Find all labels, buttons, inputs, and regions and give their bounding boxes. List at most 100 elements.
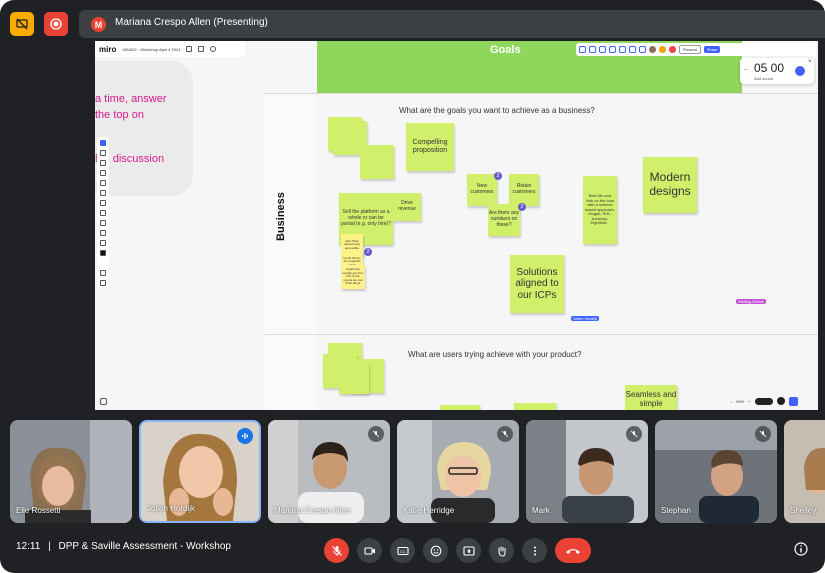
meeting-title: DPP & Saville Assessment - Workshop [58, 541, 231, 552]
sticky-note[interactable]: Compelling proposition [406, 123, 454, 171]
help-icon[interactable] [776, 397, 785, 405]
sticky-note-small[interactable]: Also think about being accessible [341, 234, 363, 256]
comment-badge[interactable]: 2 [518, 203, 526, 211]
redo-icon[interactable] [100, 280, 106, 286]
collaborator-avatar[interactable] [669, 46, 676, 53]
sticky-note-empty[interactable] [360, 145, 394, 179]
minimap-icon[interactable] [788, 396, 798, 406]
meeting-info: 12:11 | DPP & Saville Assessment - Works… [16, 541, 231, 552]
comment-badge[interactable]: 2 [494, 172, 502, 180]
miro-logo[interactable]: miro [99, 44, 117, 54]
sticky-note[interactable]: Modern designs [643, 157, 697, 213]
cards-tool-icon[interactable] [619, 46, 626, 53]
participant-tile[interactable]: Stephan [655, 420, 777, 523]
sticky-note-small[interactable]: Applicants usually get from first to the… [341, 265, 365, 289]
share-button[interactable]: Share [703, 46, 721, 53]
participant-name: Stephan [661, 506, 691, 515]
participant-video [10, 420, 132, 523]
frames-tool-icon[interactable] [599, 46, 606, 53]
panel-text-line-2: the top on [95, 109, 144, 121]
mic-off-icon [626, 426, 642, 442]
miro-board[interactable]: Goals miro SAV002 - Workshop April 4 202… [95, 41, 818, 410]
sticky-note[interactable]: Retain customers [509, 174, 539, 206]
sticky-note-empty[interactable] [514, 403, 556, 410]
participant-tile[interactable]: Mariana Crespo Allen [268, 420, 390, 523]
collaborator-avatar[interactable] [659, 46, 666, 53]
sticky-note[interactable]: Are there any numbers on these? [488, 204, 520, 236]
sticky-note[interactable]: New customers [467, 174, 497, 206]
sticky-note[interactable]: Solutions aligned to our ICPs [510, 255, 564, 313]
pen-tool-icon[interactable] [100, 200, 106, 206]
more-options-button[interactable] [522, 538, 547, 563]
participant-name: Jolien Hordijk [147, 504, 196, 513]
comment-tool-icon[interactable] [100, 210, 106, 216]
participant-tile[interactable]: Katie Herridge [397, 420, 519, 523]
participant-tile[interactable]: Shelley [784, 420, 825, 523]
meeting-time: 12:11 [16, 541, 41, 552]
cursor-tool-icon[interactable] [639, 46, 646, 53]
board-apps-icon[interactable] [100, 398, 107, 405]
mic-off-icon [497, 426, 513, 442]
sticky-note[interactable]: Best fits now Hub on the blue with a sci… [583, 176, 617, 244]
present-button[interactable]: Present [679, 45, 701, 54]
sticky-note[interactable]: Sell the platform as a whole or can be p… [339, 193, 393, 245]
export-icon[interactable] [198, 46, 205, 52]
select-tool-icon[interactable] [100, 140, 106, 146]
miro-toolbar [97, 137, 109, 287]
undo-icon[interactable] [100, 270, 106, 276]
apps-tool-icon[interactable] [100, 240, 106, 246]
minus-icon[interactable]: – [744, 66, 748, 73]
shape-tool-icon[interactable] [100, 180, 106, 186]
zoom-out-icon[interactable]: – [730, 398, 733, 404]
captions-button[interactable]: CC [390, 538, 415, 563]
voting-tool-icon[interactable] [589, 46, 596, 53]
reactions-button[interactable] [423, 538, 448, 563]
timer-sound-label[interactable]: Add sound [754, 76, 774, 81]
template-tool-icon[interactable] [100, 150, 106, 156]
upload-tool-icon[interactable] [100, 230, 106, 236]
play-icon[interactable] [795, 66, 805, 76]
participant-name: Mark [532, 506, 550, 515]
comment-badge[interactable]: 2 [364, 248, 372, 256]
board-name[interactable]: SAV002 - Workshop April 4 2024 [122, 46, 181, 52]
raise-hand-button[interactable] [489, 538, 514, 563]
zoom-in-icon[interactable]: + [748, 398, 751, 404]
sticky-note-empty[interactable] [440, 405, 480, 410]
reaction-tool-icon[interactable] [629, 46, 636, 53]
more-tools-icon[interactable] [100, 250, 106, 256]
text-tool-icon[interactable] [100, 160, 106, 166]
sticky-note-empty[interactable] [339, 364, 369, 394]
screen-off-icon [16, 18, 28, 30]
meeting-separator: | [48, 541, 51, 552]
menu-icon[interactable] [186, 46, 193, 52]
shared-screen[interactable]: Goals miro SAV002 - Workshop April 4 202… [95, 41, 818, 410]
leave-call-button[interactable] [555, 538, 591, 563]
sticky-note[interactable]: Drive revenue [393, 193, 421, 221]
participant-name: Shelley [790, 506, 817, 515]
participant-tile-active[interactable]: Jolien Hordijk [139, 420, 261, 523]
layout-tool-icon[interactable] [609, 46, 616, 53]
spacer [100, 260, 106, 266]
timer-tool-icon[interactable] [579, 46, 586, 53]
frame-tool-icon[interactable] [100, 220, 106, 226]
search-icon[interactable] [210, 46, 217, 52]
sticky-note[interactable]: Seamless and simple [625, 385, 677, 410]
camera-toggle-button[interactable] [357, 538, 382, 563]
sticky-note-tool-icon[interactable] [100, 170, 106, 176]
participant-tile[interactable]: Mark [526, 420, 648, 523]
microphone-toggle-button[interactable] [324, 538, 349, 563]
collaborator-avatar[interactable] [649, 46, 656, 53]
participant-video [784, 420, 825, 523]
camera-icon [363, 546, 375, 555]
meeting-details-button[interactable] [793, 541, 809, 557]
present-now-button[interactable] [456, 538, 481, 563]
zoom-level[interactable]: 90% [736, 398, 745, 404]
board-timer[interactable]: – 05 00 Add sound × [740, 58, 814, 84]
row-label-business: Business [275, 192, 287, 241]
close-icon[interactable]: × [808, 59, 812, 65]
stop-presenting-button[interactable] [10, 12, 34, 36]
participant-tile[interactable]: Elle Rossetti [10, 420, 132, 523]
recording-button[interactable] [44, 12, 68, 36]
fit-button[interactable] [754, 397, 773, 405]
connector-tool-icon[interactable] [100, 190, 106, 196]
